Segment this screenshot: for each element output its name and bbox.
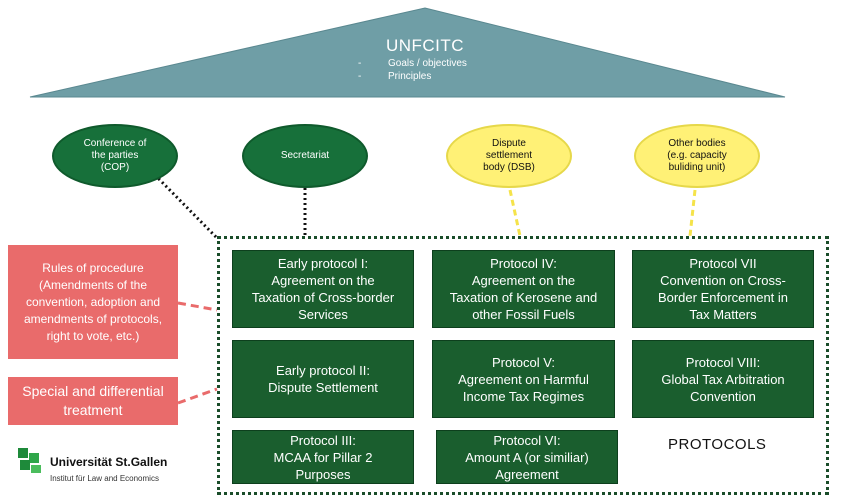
protocol-4-box: Protocol IV: Agreement on the Taxation o… xyxy=(432,250,615,328)
roof-bullet: - Goals / objectives xyxy=(358,57,467,70)
protocol-7-box: Protocol VII Convention on Cross- Border… xyxy=(632,250,814,328)
university-name: Universität St.Gallen xyxy=(50,455,168,469)
rules-of-procedure-box: Rules of procedure (Amendments of the co… xyxy=(8,245,178,359)
protocols-label: PROTOCOLS xyxy=(668,436,767,453)
roof-bullets: - Goals / objectives - Principles xyxy=(358,57,467,83)
dsb-connector xyxy=(508,189,522,237)
other-bodies-label: Other bodies (e.g. capacity buliding uni… xyxy=(667,138,727,173)
protocol-2-text: Early protocol II: Dispute Settlement xyxy=(268,363,378,395)
cop-label: Conference of the parties (COP) xyxy=(83,138,147,173)
protocol-4-text: Protocol IV: Agreement on the Taxation o… xyxy=(449,256,598,322)
cop-ellipse: Conference of the parties (COP) xyxy=(52,124,178,188)
protocol-1-text: Early protocol I: Agreement on the Taxat… xyxy=(251,256,395,322)
cop-connector xyxy=(153,173,219,240)
special-treatment-box: Special and differential treatment xyxy=(8,377,178,425)
protocol-6-text: Protocol VI: Amount A (or similiar) Agre… xyxy=(465,432,589,482)
bullet-principles: Principles xyxy=(388,71,432,82)
protocol-3-text: Protocol III: MCAA for Pillar 2 Purposes xyxy=(273,432,373,482)
protocols-container xyxy=(217,236,829,495)
roof-shape xyxy=(29,7,786,98)
dsb-ellipse: Dispute settlement body (DSB) xyxy=(446,124,572,188)
special-connector xyxy=(177,387,218,405)
protocol-5-box: Protocol V: Agreement on Harmful Income … xyxy=(432,340,615,418)
secretariat-label: Secretariat xyxy=(280,150,330,161)
other-bodies-ellipse: Other bodies (e.g. capacity buliding uni… xyxy=(634,124,760,188)
protocol-8-box: Protocol VIII: Global Tax Arbitration Co… xyxy=(632,340,814,418)
bullet-dash: - xyxy=(358,58,362,69)
protocol-1-box: Early protocol I: Agreement on the Taxat… xyxy=(232,250,414,328)
bullet-dash: - xyxy=(358,71,362,82)
institute-name: Institut für Law and Economics xyxy=(50,474,159,483)
protocol-7-text: Protocol VII Convention on Cross- Border… xyxy=(657,256,789,322)
secretariat-ellipse: Secretariat xyxy=(242,124,368,188)
roof-title: UNFCITC xyxy=(385,36,465,55)
other-connector xyxy=(688,189,697,237)
rules-of-procedure-text: Rules of procedure (Amendments of the co… xyxy=(23,260,163,343)
special-treatment-text: Special and differential treatment xyxy=(22,383,164,418)
protocol-2-box: Early protocol II: Dispute Settlement xyxy=(232,340,414,418)
protocol-3-box: Protocol III: MCAA for Pillar 2 Purposes xyxy=(232,430,414,484)
dsb-label: Dispute settlement body (DSB) xyxy=(483,138,535,173)
university-logo-icon xyxy=(18,448,41,473)
roof-bullet: - Principles xyxy=(358,70,467,83)
protocol-6-box: Protocol VI: Amount A (or similiar) Agre… xyxy=(436,430,618,484)
rules-connector xyxy=(177,301,218,312)
protocol-8-text: Protocol VIII: Global Tax Arbitration Co… xyxy=(661,354,785,404)
bullet-goals: Goals / objectives xyxy=(388,58,467,69)
protocol-5-text: Protocol V: Agreement on Harmful Income … xyxy=(458,354,589,404)
